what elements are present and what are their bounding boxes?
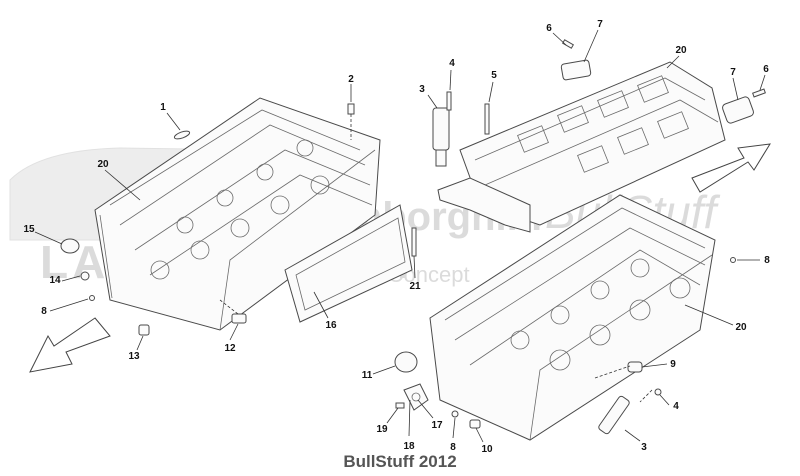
callout-6-right: 6 xyxy=(763,64,769,75)
bolt-6-right xyxy=(752,88,766,98)
gasket-plate xyxy=(284,204,413,323)
right-cylinder-head xyxy=(429,194,716,441)
callout-1: 1 xyxy=(160,102,166,113)
sensor-7-top xyxy=(560,59,592,81)
plug-10 xyxy=(469,419,481,429)
callout-20-top: 20 xyxy=(675,45,687,56)
direction-arrow-left xyxy=(29,317,111,373)
callout-4-bottom: 4 xyxy=(673,401,679,412)
bearing-bridge xyxy=(437,177,531,233)
plug-8-bottom xyxy=(451,410,459,418)
plug-8-left xyxy=(89,295,95,301)
callout-4-top: 4 xyxy=(449,58,455,69)
direction-arrow-right xyxy=(691,143,771,193)
seal-15 xyxy=(60,238,80,254)
callout-20-right: 20 xyxy=(735,322,747,333)
cam-cover xyxy=(459,61,726,226)
sensor-3-top xyxy=(432,107,450,167)
bushing-13 xyxy=(138,324,150,336)
callout-8-bottom: 8 xyxy=(450,442,456,453)
callout-2: 2 xyxy=(348,74,354,85)
callout-17: 17 xyxy=(431,420,443,431)
seal-9 xyxy=(627,361,643,373)
callout-14: 14 xyxy=(49,275,61,286)
callout-5: 5 xyxy=(491,70,497,81)
sensor-7-right xyxy=(722,96,754,124)
plug-14 xyxy=(80,271,90,281)
sensor-3-bottom xyxy=(598,395,630,435)
callout-21: 21 xyxy=(409,281,421,292)
callout-6-top: 6 xyxy=(546,23,552,34)
bolt-4-top xyxy=(446,91,452,111)
callout-15: 15 xyxy=(23,224,35,235)
callout-3-top: 3 xyxy=(419,84,425,95)
callout-10: 10 xyxy=(481,444,493,455)
leader-lines xyxy=(34,29,766,443)
callout-12: 12 xyxy=(224,343,236,354)
bolt-19 xyxy=(395,402,405,409)
gasket-17 xyxy=(403,383,429,411)
callout-11: 11 xyxy=(362,370,373,381)
left-cylinder-head xyxy=(94,97,381,331)
callout-9: 9 xyxy=(670,359,676,370)
caption: BullStuff 2012 xyxy=(343,452,457,471)
dowel-pin xyxy=(347,103,355,115)
callout-18: 18 xyxy=(403,441,415,452)
callout-3-bottom: 3 xyxy=(641,442,647,453)
callout-8-left: 8 xyxy=(41,306,47,317)
cap-11 xyxy=(394,351,418,373)
callout-16: 16 xyxy=(325,320,337,331)
callout-7-top: 7 xyxy=(597,19,603,30)
callout-8-right: 8 xyxy=(764,255,770,266)
callout-20-left: 20 xyxy=(97,159,109,170)
oring-small xyxy=(173,130,191,140)
bolt-6-top xyxy=(561,39,575,49)
bolt-4-bottom xyxy=(654,388,662,396)
callout-7-right: 7 xyxy=(730,67,736,78)
callout-19: 19 xyxy=(376,424,388,435)
dowel-12 xyxy=(231,313,247,324)
bolt-5 xyxy=(484,103,490,135)
bolt-21 xyxy=(411,227,417,257)
plug-8-right xyxy=(730,257,736,263)
callout-13: 13 xyxy=(128,351,140,362)
callout-labels: 1 2 3 4 5 6 7 20 7 6 20 15 14 8 16 21 8 … xyxy=(23,19,770,455)
